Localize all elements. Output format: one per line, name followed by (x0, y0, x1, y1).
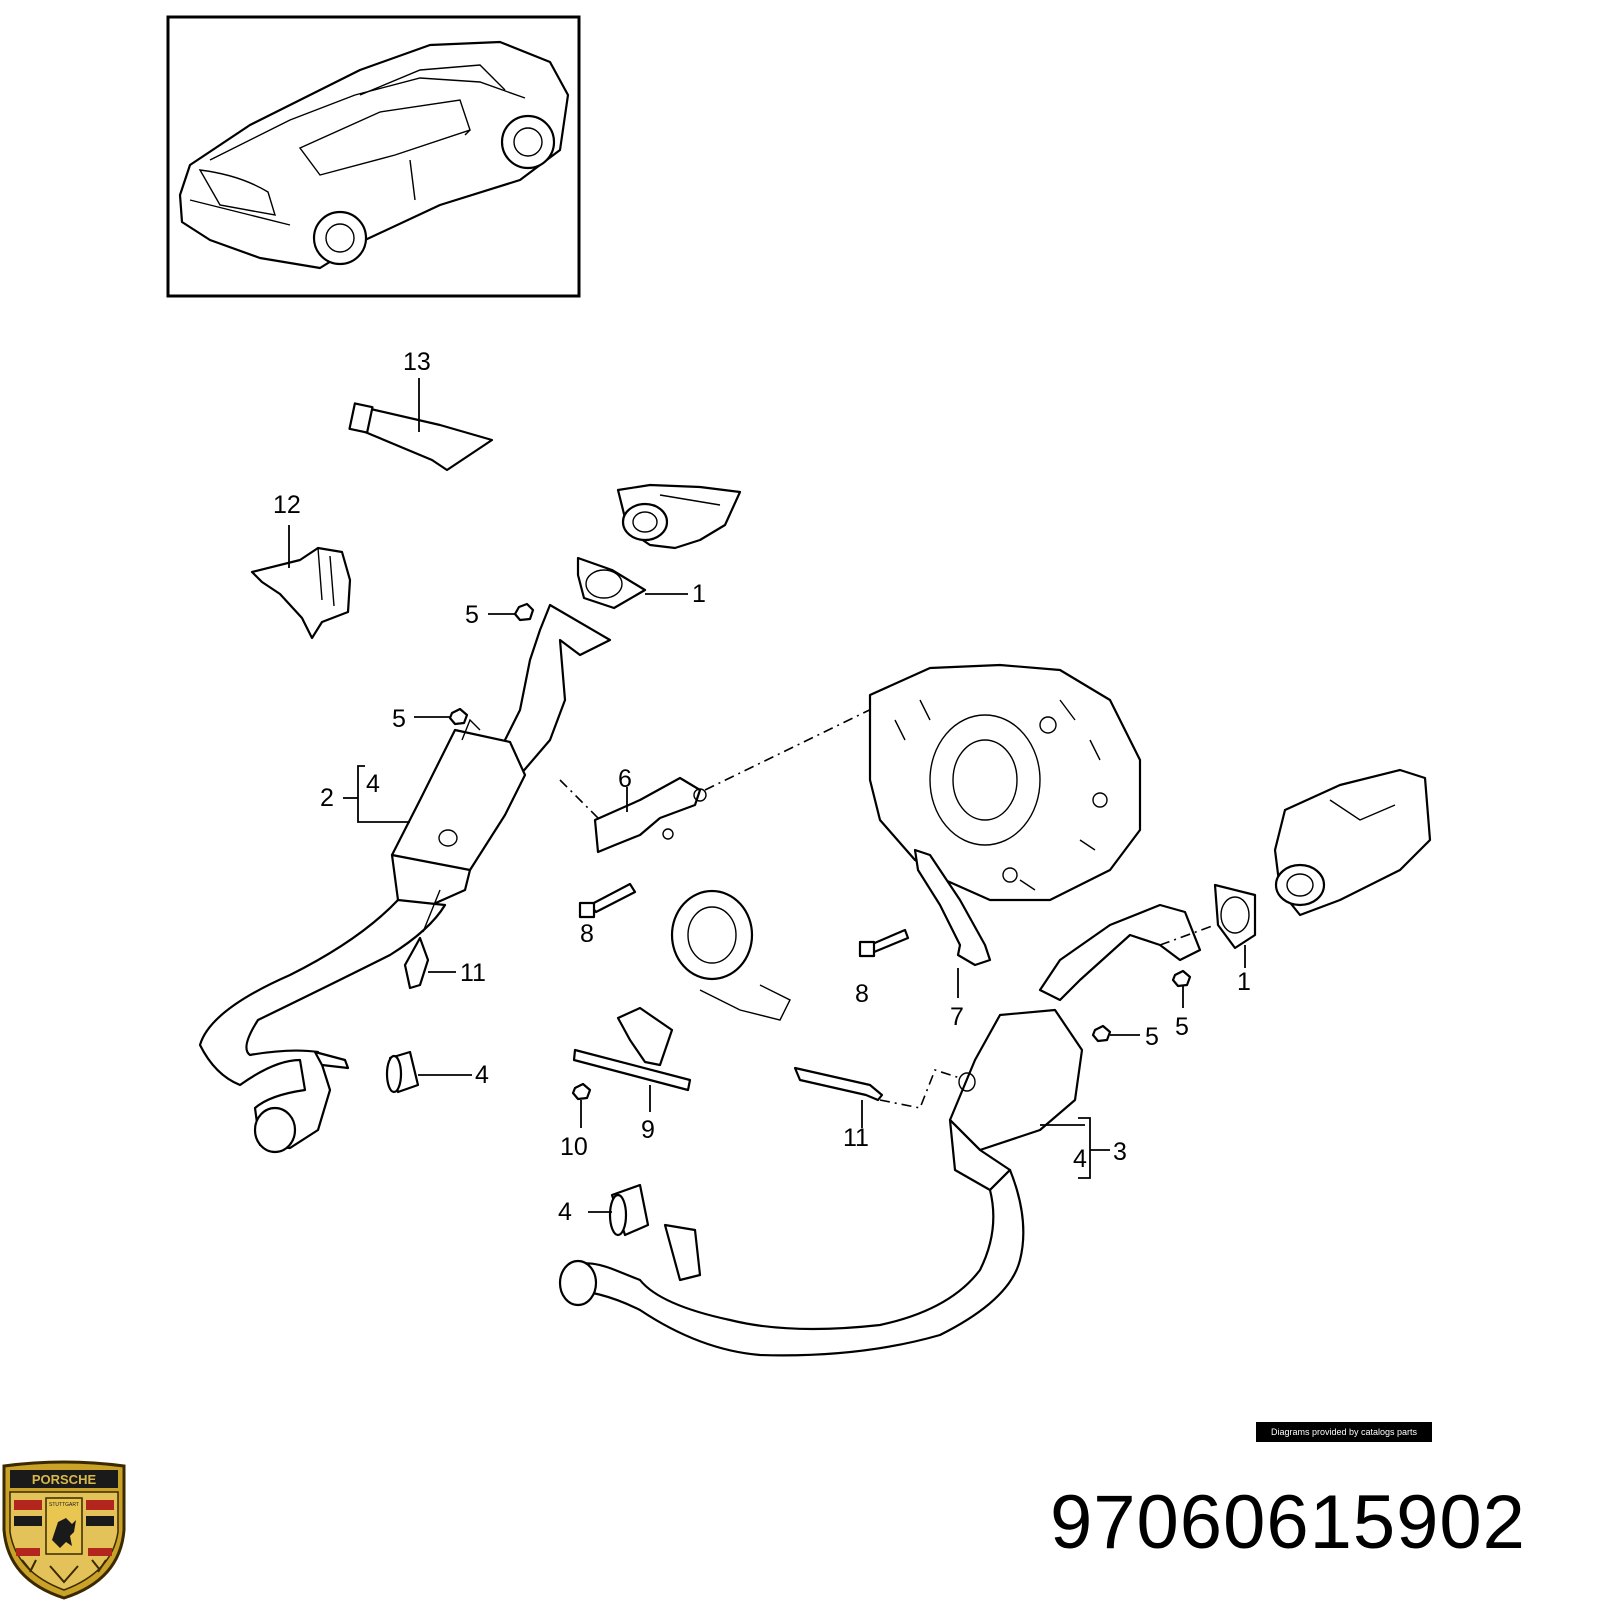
dash-line-a (559, 779, 601, 821)
callout-9: 9 (641, 1116, 655, 1144)
callout-bracket-2-4 (343, 765, 410, 823)
callout-12: 12 (273, 491, 301, 519)
part-1-gasket-right (1213, 883, 1257, 968)
callout-bracket-3-4 (1040, 1117, 1110, 1179)
part-1-gasket-left (576, 556, 688, 610)
callout-6: 6 (618, 765, 632, 793)
credit-banner: Diagrams provided by catalogs parts (1256, 1422, 1432, 1442)
part-8-bolt-right (858, 928, 910, 958)
callout-5-left: 5 (392, 705, 406, 733)
callout-5-top: 5 (465, 601, 479, 629)
callout-8-right: 8 (855, 980, 869, 1008)
callout-13: 13 (403, 348, 431, 376)
part-4-rubber-mount-upper (313, 1050, 472, 1094)
callout-10: 10 (560, 1133, 588, 1161)
part-5-nuts-left (414, 602, 535, 726)
part-9-bracket (571, 1006, 692, 1128)
callout-4-bracket-right: 4 (1073, 1145, 1087, 1173)
callout-3: 3 (1113, 1138, 1127, 1166)
part-number: 97060615902 (1050, 1480, 1526, 1565)
part-13-paste-tube (348, 378, 494, 472)
vehicle-overview-inset (166, 15, 581, 298)
part-8-bolt-left (578, 882, 637, 919)
part-4-rubber-mount-lower (588, 1183, 650, 1237)
callout-11-left: 11 (460, 959, 486, 987)
callout-7: 7 (950, 1003, 964, 1031)
part-11-oxygen-sensor-left (403, 889, 456, 990)
callout-2: 2 (320, 784, 334, 812)
callout-1-right: 1 (1237, 968, 1251, 996)
engine-block-right (1273, 768, 1432, 917)
part-3-right-catalytic-converter (558, 903, 1202, 1357)
engine-block-upper (616, 483, 742, 550)
callout-4-upper: 4 (475, 1061, 489, 1089)
callout-11-right: 11 (843, 1124, 869, 1152)
callout-4-lower: 4 (558, 1198, 572, 1226)
crest-city-text: STUTTGART (49, 1502, 79, 1508)
part-6-bracket (593, 776, 707, 854)
callout-8-left: 8 (580, 920, 594, 948)
crest-brand-text: PORSCHE (32, 1472, 97, 1487)
dash-line-b (704, 699, 891, 791)
part-11-oxygen-sensor-right (793, 1066, 961, 1128)
part-7-bracket (913, 848, 992, 998)
transmission-housing (868, 663, 1142, 902)
callout-5-right-upper: 5 (1175, 1013, 1189, 1041)
dash-line-c (1159, 924, 1216, 946)
callout-1-left: 1 (692, 580, 706, 608)
callout-4-bracket-left: 4 (366, 770, 380, 798)
part-2-left-catalytic-converter (198, 603, 612, 1154)
callout-5-right-lower: 5 (1145, 1023, 1159, 1051)
porsche-crest-logo: PORSCHE STUTTGART (2, 1460, 126, 1600)
part-12-bracket (250, 525, 352, 640)
part-5-nuts-right (1091, 969, 1192, 1043)
driveshaft-flange (670, 889, 791, 1021)
